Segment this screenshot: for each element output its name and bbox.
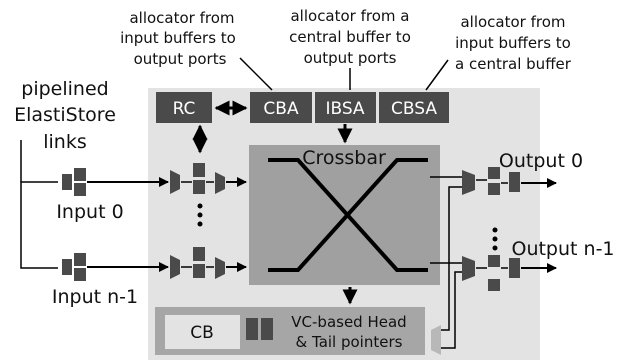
ibsa-annotation: allocator from a central buffer to outpu… — [289, 7, 411, 67]
cba-block — [250, 92, 312, 123]
cbsa-leader-line — [425, 59, 449, 91]
ibsa-annotation-line2: central buffer to — [289, 28, 411, 46]
cba-leader-line — [239, 57, 273, 91]
ibsa-block — [315, 92, 376, 123]
cba-annotation-line3: output ports — [134, 50, 227, 68]
ibsa-annotation-line1: allocator from a — [290, 7, 409, 25]
output-n1-stage — [462, 255, 520, 291]
input-n1-link-stage — [62, 253, 86, 281]
input-n1-label: Input n-1 — [52, 286, 138, 308]
links-label-line1: pipelined — [21, 78, 108, 100]
rc-block — [156, 92, 212, 123]
pointers-label-line1: VC-based Head — [291, 313, 406, 331]
pointers-label-line2: & Tail pointers — [296, 333, 403, 351]
links-bracket — [20, 181, 58, 269]
cbsa-annotation-line3: a central buffer — [455, 55, 572, 73]
pointer-reg-1 — [246, 318, 258, 340]
cb-feedback-mux — [431, 325, 441, 355]
crossbar-label: Crossbar — [302, 147, 386, 169]
links-label-line3: links — [43, 131, 87, 153]
output-0-label: Output 0 — [499, 150, 583, 172]
cbsa-annotation-line2: input buffers to — [455, 34, 571, 52]
rc-label: RC — [173, 99, 196, 119]
pointer-reg-2 — [261, 318, 273, 340]
cb-box — [165, 315, 240, 349]
output-ellipsis — [492, 227, 498, 251]
cb-feedback-wire-top — [441, 186, 462, 331]
input-0-buffer — [170, 163, 225, 194]
input-0-label: Input 0 — [56, 201, 123, 223]
cba-annotation-line2: input buffers to — [120, 29, 236, 47]
cb-feedback-wire-bottom — [441, 271, 462, 349]
links-label: pipelined ElastiStore links — [14, 78, 116, 153]
cba-annotation: allocator from input buffers to output p… — [120, 9, 236, 68]
cb-label: CB — [190, 323, 214, 343]
cbsa-block — [379, 92, 449, 123]
cbsa-label: CBSA — [391, 99, 437, 119]
crossbar-path-up — [268, 158, 428, 272]
input-0-link-stage — [62, 168, 86, 196]
cbsa-annotation: allocator from input buffers to a centra… — [455, 13, 572, 73]
crossbar-block — [249, 145, 440, 285]
ibsa-annotation-line3: output ports — [304, 49, 397, 67]
cba-annotation-line1: allocator from — [129, 9, 234, 27]
input-ellipsis — [197, 203, 203, 227]
input-n1-buffer — [170, 247, 225, 279]
ibsa-label: IBSA — [325, 99, 364, 119]
cba-label: CBA — [263, 99, 299, 119]
output-0-stage — [462, 167, 520, 195]
output-n1-label: Output n-1 — [511, 238, 614, 260]
cbsa-annotation-line1: allocator from — [460, 13, 565, 31]
links-label-line2: ElastiStore — [14, 104, 116, 126]
